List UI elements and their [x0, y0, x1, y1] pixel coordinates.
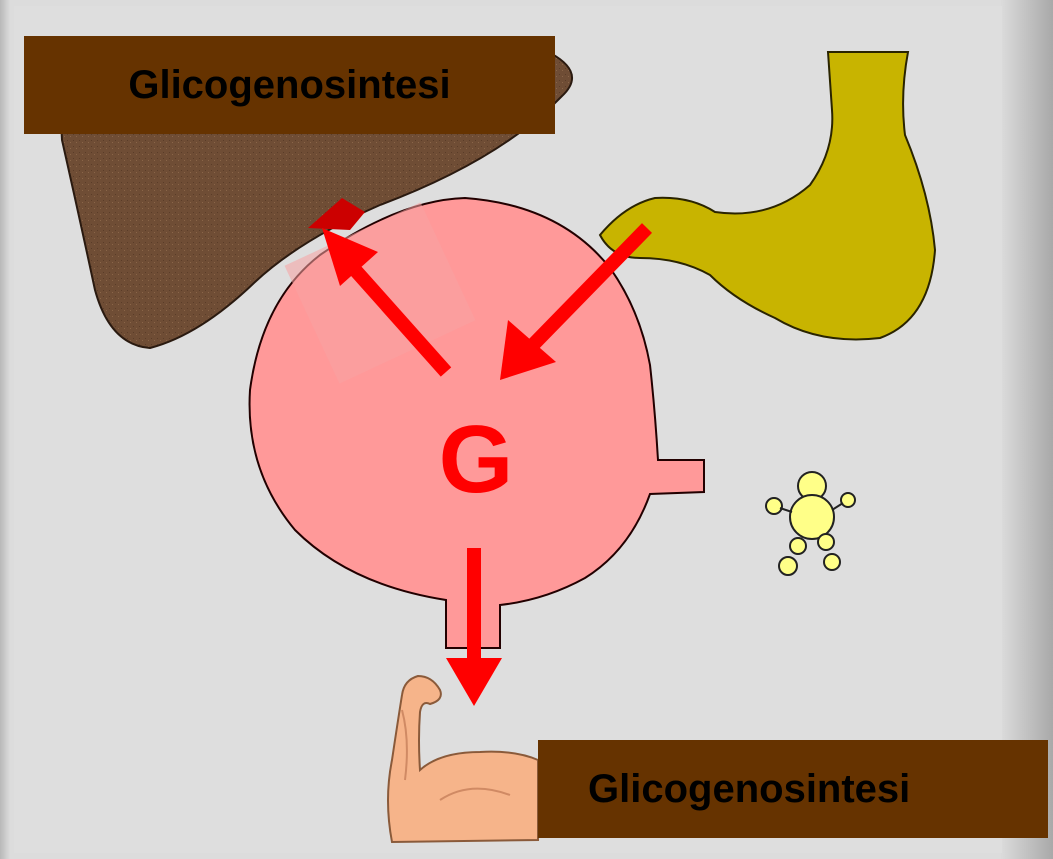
flexed-arm-muscle-icon — [388, 676, 538, 842]
stomach-organ-icon — [600, 52, 935, 339]
glycogenesis-label-bottom: Glicogenosintesi — [538, 740, 1048, 838]
glycogenesis-label-top: Glicogenosintesi — [24, 36, 555, 134]
glucose-label: G — [439, 406, 514, 513]
small-person-icon — [766, 472, 855, 575]
